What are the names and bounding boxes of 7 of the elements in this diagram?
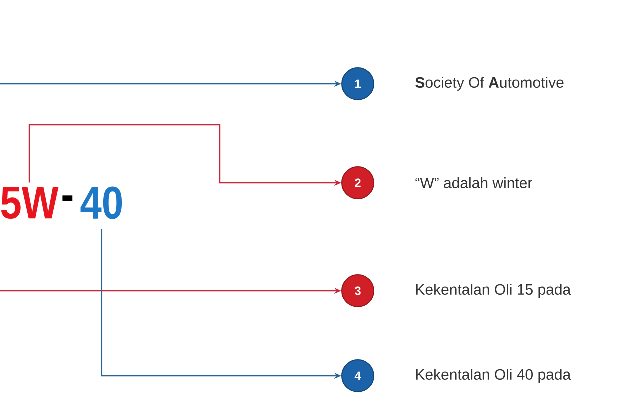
hyphen-text: - bbox=[62, 196, 73, 202]
description-text: Kekentalan Oli 40 pada bbox=[416, 369, 572, 383]
value-text: 40 bbox=[80, 186, 122, 220]
value-text: 5W bbox=[1, 186, 59, 220]
description-text: Kekentalan Oli 15 pada bbox=[416, 284, 572, 298]
description-text: “W” adalah winter bbox=[416, 177, 532, 188]
description-text: Society Of Automotive bbox=[416, 77, 564, 91]
